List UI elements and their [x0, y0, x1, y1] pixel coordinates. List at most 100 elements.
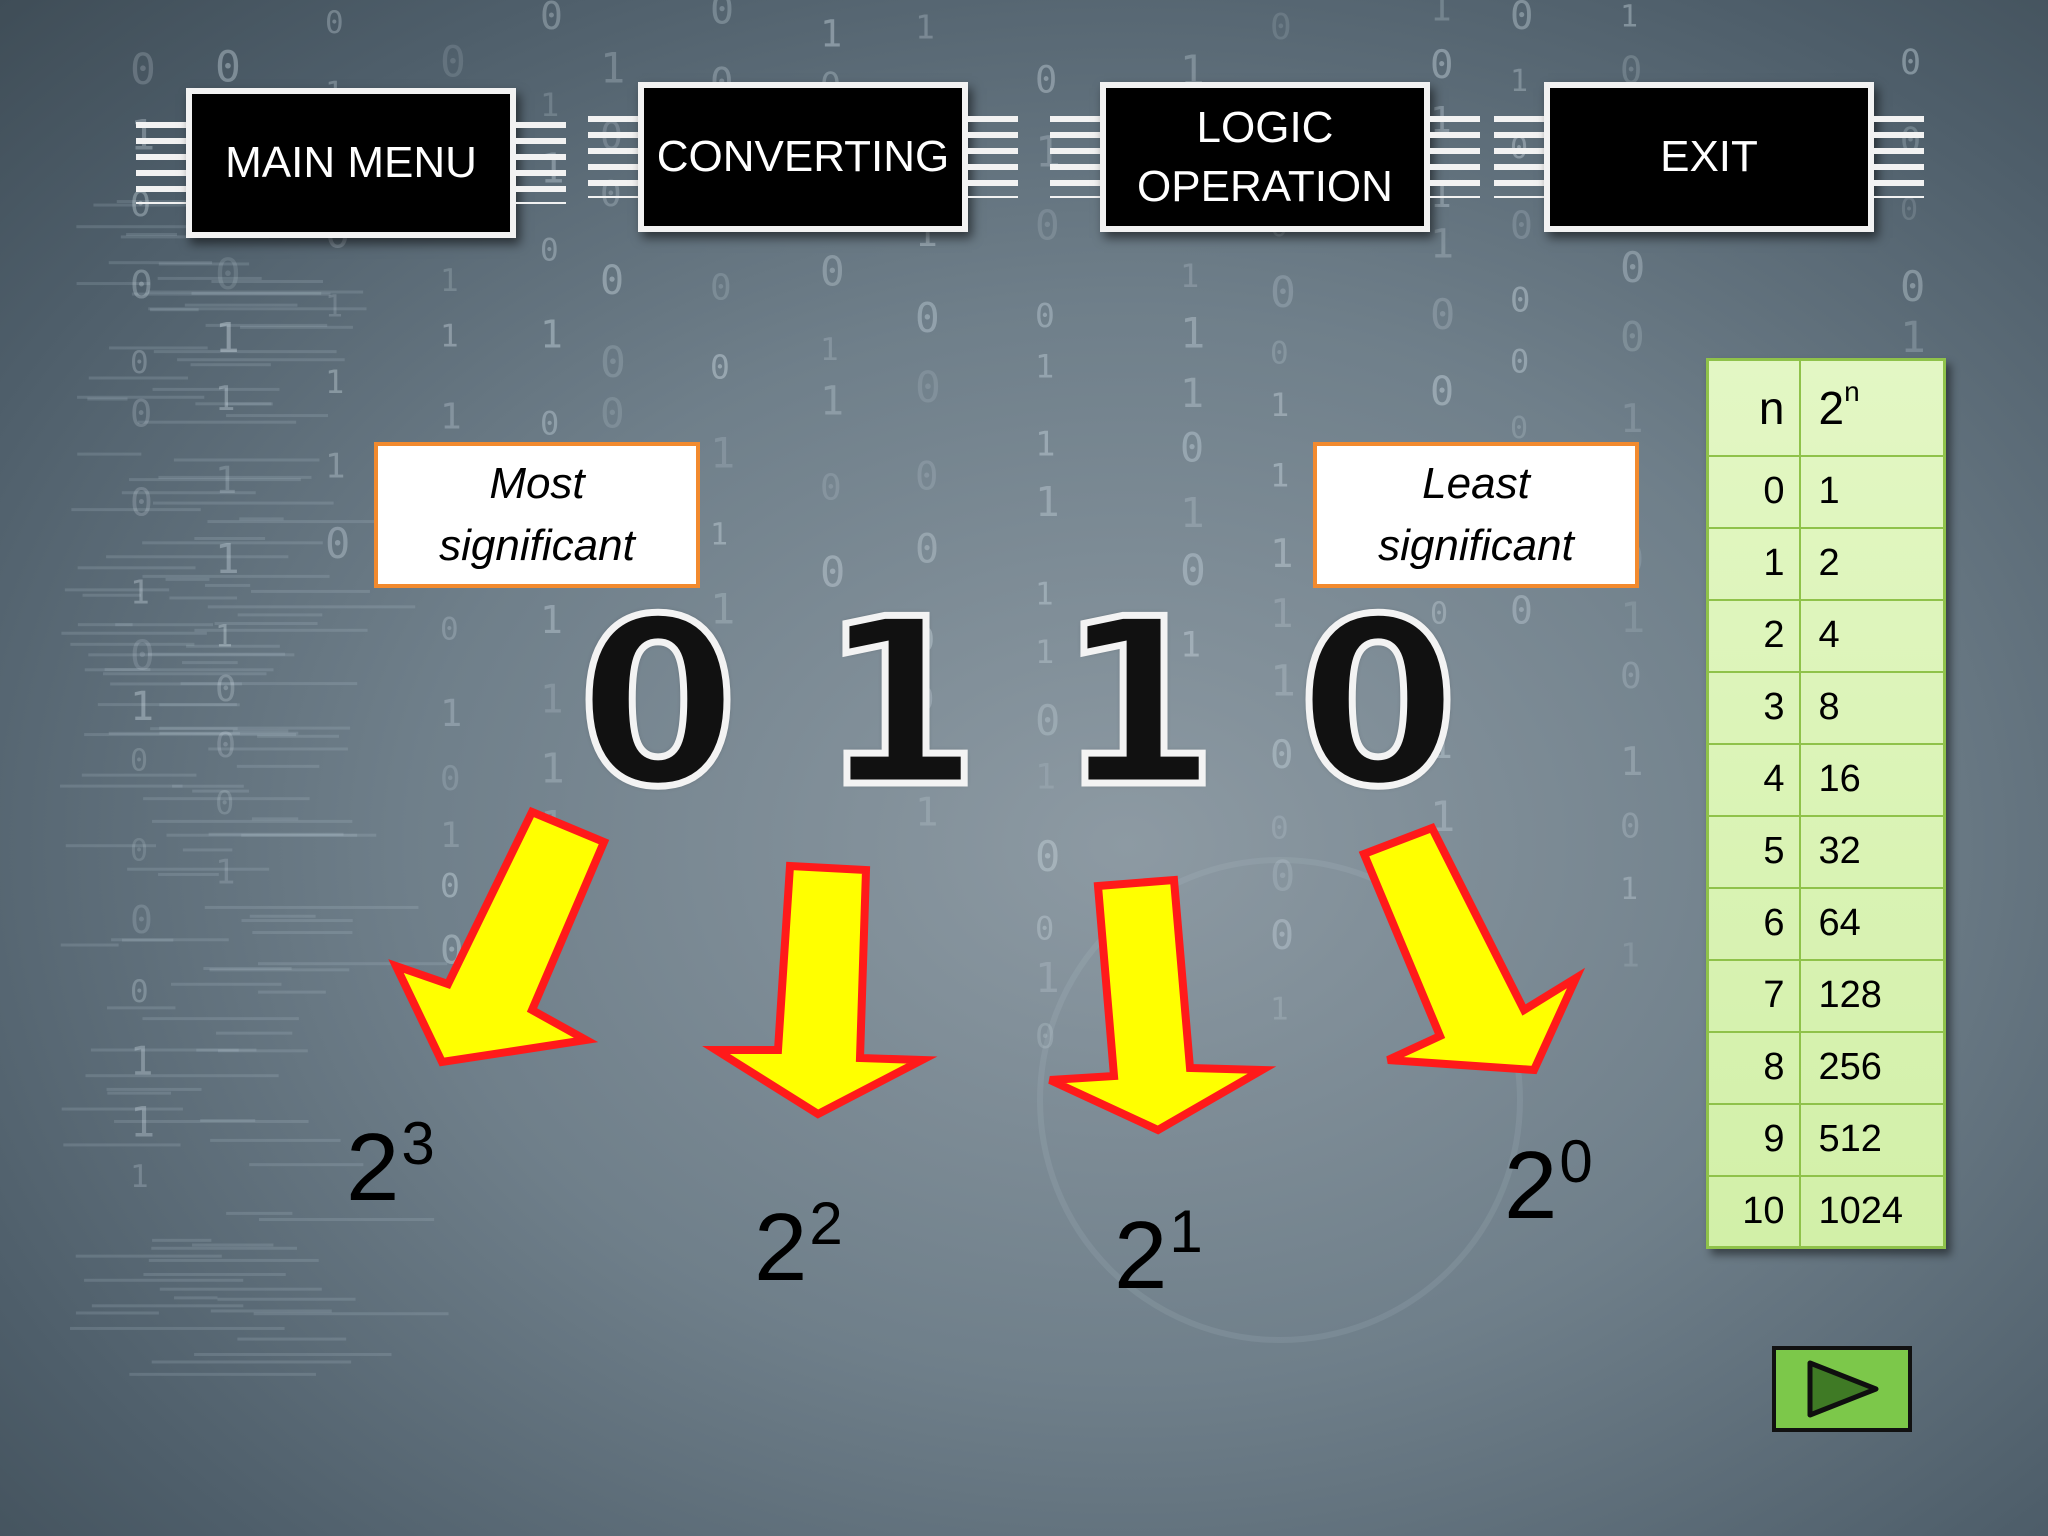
svg-text:1: 1: [820, 378, 844, 424]
nav-converting[interactable]: CONVERTING: [588, 82, 1018, 232]
svg-text:0: 0: [540, 405, 559, 443]
svg-text:0: 0: [1620, 243, 1645, 292]
svg-text:0: 0: [1510, 343, 1529, 381]
svg-text:0: 0: [820, 468, 842, 509]
svg-text:0: 0: [1900, 43, 1921, 83]
svg-text:1: 1: [1035, 348, 1054, 386]
svg-text:1: 1: [1180, 371, 1204, 417]
svg-text:1: 1: [820, 332, 839, 368]
svg-text:0: 0: [440, 759, 460, 799]
svg-text:0: 0: [915, 363, 941, 413]
svg-text:1: 1: [130, 1159, 149, 1195]
svg-text:1: 1: [440, 816, 461, 856]
svg-text:1: 1: [1620, 0, 1638, 35]
table-cell-value: 4: [1798, 598, 1946, 673]
chip-pins-icon: [516, 122, 566, 204]
exit-button[interactable]: EXIT: [1544, 82, 1874, 232]
chip-pins-icon: [968, 116, 1018, 198]
converting-button[interactable]: CONVERTING: [638, 82, 968, 232]
svg-text:0: 0: [440, 866, 460, 905]
svg-text:0: 0: [1510, 280, 1530, 320]
svg-text:1: 1: [1035, 576, 1054, 612]
svg-text:0: 0: [710, 267, 732, 308]
svg-text:1: 1: [130, 1098, 155, 1147]
chip-pins-icon: [588, 116, 638, 198]
svg-text:0: 0: [130, 898, 153, 942]
svg-text:0: 0: [1270, 913, 1294, 959]
chip-pins-icon: [1430, 116, 1480, 198]
svg-text:1: 1: [325, 447, 345, 487]
svg-text:1: 1: [1620, 872, 1638, 907]
next-button[interactable]: [1772, 1346, 1912, 1432]
svg-text:0: 0: [1510, 0, 1533, 39]
svg-text:0: 0: [1430, 882, 1454, 928]
nav-exit[interactable]: EXIT: [1494, 82, 1924, 232]
binary-digit: 1: [1054, 571, 1221, 838]
power-exponent: 1: [1169, 1198, 1203, 1265]
table-cell-n: 8: [1706, 1030, 1801, 1105]
table-cell-value: 128: [1798, 958, 1946, 1033]
power-base: 2: [346, 1114, 400, 1221]
svg-text:1: 1: [1035, 633, 1054, 671]
table-cell-n: 4: [1706, 742, 1801, 817]
power-label: 22: [754, 1194, 843, 1296]
svg-text:0: 0: [440, 928, 463, 973]
svg-text:0: 0: [1900, 262, 1925, 311]
table-cell-value: 64: [1798, 886, 1946, 961]
svg-text:1: 1: [915, 7, 935, 46]
table-cell-n: 6: [1706, 886, 1801, 961]
table-cell-n: 5: [1706, 814, 1801, 889]
binary-digit: 0: [1294, 571, 1461, 838]
svg-text:0: 0: [215, 43, 241, 93]
svg-text:0: 0: [1620, 656, 1642, 697]
power-base: 2: [1504, 1132, 1558, 1239]
table-cell-n: 2: [1706, 598, 1801, 673]
svg-text:0: 0: [1270, 811, 1289, 847]
svg-text:1: 1: [440, 263, 459, 299]
svg-text:0: 0: [130, 833, 148, 868]
svg-text:0: 0: [1620, 806, 1640, 846]
table-cell-n: 9: [1706, 1102, 1801, 1177]
svg-text:1: 1: [130, 684, 154, 730]
svg-text:0: 0: [1270, 852, 1295, 901]
binary-digit: 0: [574, 571, 741, 838]
svg-text:1: 1: [215, 535, 240, 583]
table-cell-value: 512: [1798, 1102, 1946, 1177]
svg-text:1: 1: [710, 429, 735, 478]
power-base: 2: [1114, 1202, 1168, 1309]
nav-main-menu[interactable]: MAIN MENU: [136, 88, 566, 238]
nav-logic-operation[interactable]: LOGIC OPERATION: [1050, 82, 1480, 232]
table-header-n: n: [1706, 358, 1801, 457]
logic-operation-button[interactable]: LOGIC OPERATION: [1100, 82, 1430, 232]
down-arrow-icon: [388, 806, 610, 1067]
svg-text:1: 1: [1035, 954, 1060, 1002]
svg-text:1: 1: [1035, 478, 1060, 526]
main-menu-button[interactable]: MAIN MENU: [186, 88, 516, 238]
down-arrow-icon: [1358, 822, 1586, 1075]
svg-text:1: 1: [325, 363, 344, 401]
svg-text:1: 1: [1620, 740, 1643, 785]
power-label-msb: 23: [346, 1114, 435, 1216]
svg-text:0: 0: [1270, 7, 1292, 48]
svg-text:0: 0: [215, 726, 236, 766]
power-exponent: 2: [809, 1190, 843, 1257]
svg-text:0: 0: [1035, 1017, 1055, 1057]
svg-text:0: 0: [130, 974, 149, 1010]
chip-pins-icon: [1494, 116, 1544, 198]
power-label: 21: [1114, 1202, 1203, 1304]
svg-text:0: 0: [1430, 369, 1454, 415]
svg-text:1: 1: [440, 980, 466, 1030]
svg-text:0: 0: [1035, 696, 1060, 745]
binary-digit: 1: [816, 571, 983, 838]
svg-text:1: 1: [1900, 313, 1926, 363]
svg-text:0: 0: [1270, 733, 1293, 778]
